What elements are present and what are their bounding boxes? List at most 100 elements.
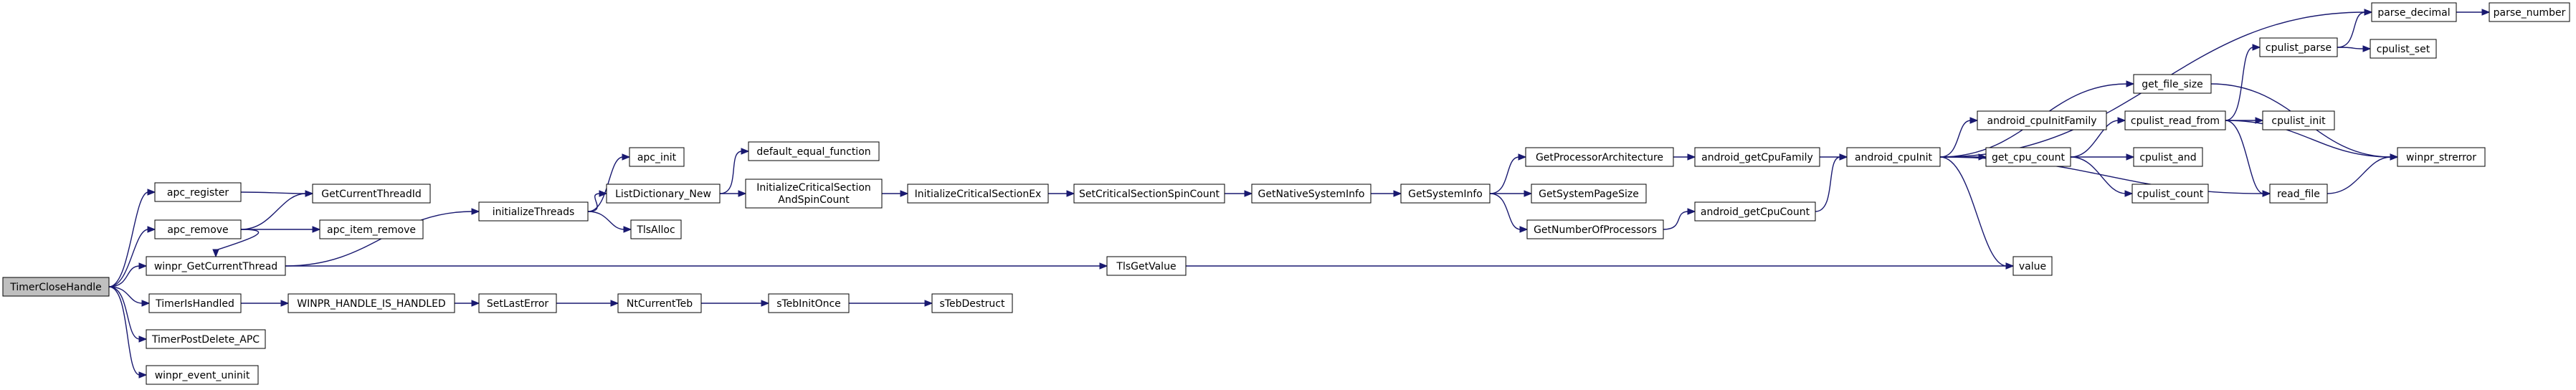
node-listdictionary-new[interactable]: ListDictionary_New <box>606 184 721 204</box>
arrowhead-icon <box>138 371 148 379</box>
node-box[interactable] <box>2133 147 2203 167</box>
node-cpulist-set[interactable]: cpulist_set <box>2370 39 2437 59</box>
node-box[interactable] <box>287 293 455 313</box>
node-box[interactable] <box>745 179 883 209</box>
node-cpulist-and[interactable]: cpulist_and <box>2133 147 2203 167</box>
node-box[interactable] <box>146 329 266 349</box>
node-box[interactable] <box>931 293 1013 313</box>
node-ntcurrentteb[interactable]: NtCurrentTeb <box>617 293 702 313</box>
node-box[interactable] <box>617 293 702 313</box>
node-box[interactable] <box>907 184 1049 204</box>
node-setcriticalsectionspincount[interactable]: SetCriticalSectionSpinCount <box>1073 184 1225 204</box>
node-timerpostdelete-apc[interactable]: TimerPostDelete_APC <box>146 329 266 349</box>
arrowhead-icon <box>2252 44 2261 51</box>
node-getnativesysteminfo[interactable]: GetNativeSystemInfo <box>1251 184 1372 204</box>
node-get-file-size[interactable]: get_file_size <box>2133 74 2212 94</box>
node-android-cpuinit[interactable]: android_cpuInit <box>1846 147 1941 167</box>
node-read-file[interactable]: read_file <box>2269 184 2328 204</box>
node-apc-item-remove[interactable]: apc_item_remove <box>319 219 424 239</box>
node-box[interactable] <box>2 277 110 297</box>
node-apc-init[interactable]: apc_init <box>629 147 685 167</box>
node-cpulist-init[interactable]: cpulist_init <box>2262 110 2335 130</box>
arrowhead-icon <box>212 249 219 258</box>
node-box[interactable] <box>629 147 685 167</box>
node-box[interactable] <box>2012 256 2053 276</box>
node-box[interactable] <box>2269 184 2328 204</box>
node-cpulist-parse[interactable]: cpulist_parse <box>2259 37 2338 57</box>
node-box[interactable] <box>768 293 850 313</box>
node-parse-number[interactable]: parse_number <box>2489 2 2570 22</box>
arrowhead-icon <box>138 262 148 270</box>
node-box[interactable] <box>146 256 286 276</box>
node-box[interactable] <box>146 365 259 385</box>
node-box[interactable] <box>2131 184 2209 204</box>
node-get-cpu-count[interactable]: get_cpu_count <box>1985 147 2071 167</box>
node-cpulist-read-from[interactable]: cpulist_read_from <box>2124 110 2226 130</box>
node-box[interactable] <box>312 184 431 204</box>
node-box[interactable] <box>1846 147 1941 167</box>
node-value[interactable]: value <box>2012 256 2053 276</box>
node-timerishandled[interactable]: TimerIsHandled <box>148 293 242 313</box>
node-parse-decimal[interactable]: parse_decimal <box>2371 2 2457 22</box>
node-box[interactable] <box>1985 147 2071 167</box>
node-box[interactable] <box>1531 184 1647 204</box>
node-box[interactable] <box>154 219 242 239</box>
node-timerclosehandle[interactable]: TimerCloseHandle <box>2 277 110 297</box>
node-winpr-getcurrentthread[interactable]: winpr_GetCurrentThread <box>146 256 286 276</box>
node-stebinitonce[interactable]: sTebInitOnce <box>768 293 850 313</box>
node-box[interactable] <box>478 293 557 313</box>
node-box[interactable] <box>2262 110 2335 130</box>
node-box[interactable] <box>2371 2 2457 22</box>
arrowhead-icon <box>623 226 632 233</box>
node-box[interactable] <box>319 219 424 239</box>
node-tlsgetvalue[interactable]: TlsGetValue <box>1106 256 1187 276</box>
node-label: get_cpu_count <box>1992 152 2065 163</box>
node-winpr-strerror[interactable]: winpr_strerror <box>2397 147 2486 167</box>
node-box[interactable] <box>1106 256 1187 276</box>
node-box[interactable] <box>478 201 589 222</box>
node-cpulist-count[interactable]: cpulist_count <box>2131 184 2209 204</box>
node-setlasterror[interactable]: SetLastError <box>478 293 557 313</box>
node-box[interactable] <box>1694 201 1816 222</box>
node-box[interactable] <box>148 293 242 313</box>
node-apc-remove[interactable]: apc_remove <box>154 219 242 239</box>
node-box[interactable] <box>2370 39 2437 59</box>
node-box[interactable] <box>1525 147 1674 167</box>
node-getnumberofprocessors[interactable]: GetNumberOfProcessors <box>1526 219 1664 239</box>
node-getcurrentthreadid[interactable]: GetCurrentThreadId <box>312 184 431 204</box>
node-winpr-handle-is-handled[interactable]: WINPR_HANDLE_IS_HANDLED <box>287 293 455 313</box>
node-box[interactable] <box>748 141 880 161</box>
node-box[interactable] <box>154 182 242 202</box>
node-box[interactable] <box>2133 74 2212 94</box>
node-android-getcpucount[interactable]: android_getCpuCount <box>1694 201 1816 222</box>
node-getsystempagesize[interactable]: GetSystemPageSize <box>1531 184 1647 204</box>
node-apc-register[interactable]: apc_register <box>154 182 242 202</box>
node-android-cpuinitfamily[interactable]: android_cpuInitFamily <box>1977 110 2107 130</box>
node-winpr-event-uninit[interactable]: winpr_event_uninit <box>146 365 259 385</box>
node-getprocessorarchitecture[interactable]: GetProcessorArchitecture <box>1525 147 1674 167</box>
node-box[interactable] <box>1526 219 1664 239</box>
node-box[interactable] <box>2397 147 2486 167</box>
node-box[interactable] <box>1073 184 1225 204</box>
node-tlsalloc[interactable]: TlsAlloc <box>630 219 682 239</box>
node-android-getcpufamily[interactable]: android_getCpuFamily <box>1694 147 1820 167</box>
node-initializethreads[interactable]: initializeThreads <box>478 201 589 222</box>
node-box[interactable] <box>2259 37 2338 57</box>
arrowhead-icon <box>2117 117 2126 124</box>
node-box[interactable] <box>1977 110 2107 130</box>
node-box[interactable] <box>1694 147 1820 167</box>
node-getsysteminfo[interactable]: GetSystemInfo <box>1400 184 1491 204</box>
node-box[interactable] <box>630 219 682 239</box>
node-box[interactable] <box>1400 184 1491 204</box>
node-box[interactable] <box>1251 184 1372 204</box>
node-box[interactable] <box>606 184 721 204</box>
node-initializecriticalsectionex[interactable]: InitializeCriticalSectionEx <box>907 184 1049 204</box>
node-box[interactable] <box>2489 2 2570 22</box>
edge-android-cpuinit-to-value <box>1939 156 2007 267</box>
edge-read-file-to-winpr-strerror <box>2327 156 2392 194</box>
node-stebdestruct[interactable]: sTebDestruct <box>931 293 1013 313</box>
node-label: parse_number <box>2494 7 2566 19</box>
node-default-equal-function[interactable]: default_equal_function <box>748 141 880 161</box>
node-box[interactable] <box>2124 110 2226 130</box>
